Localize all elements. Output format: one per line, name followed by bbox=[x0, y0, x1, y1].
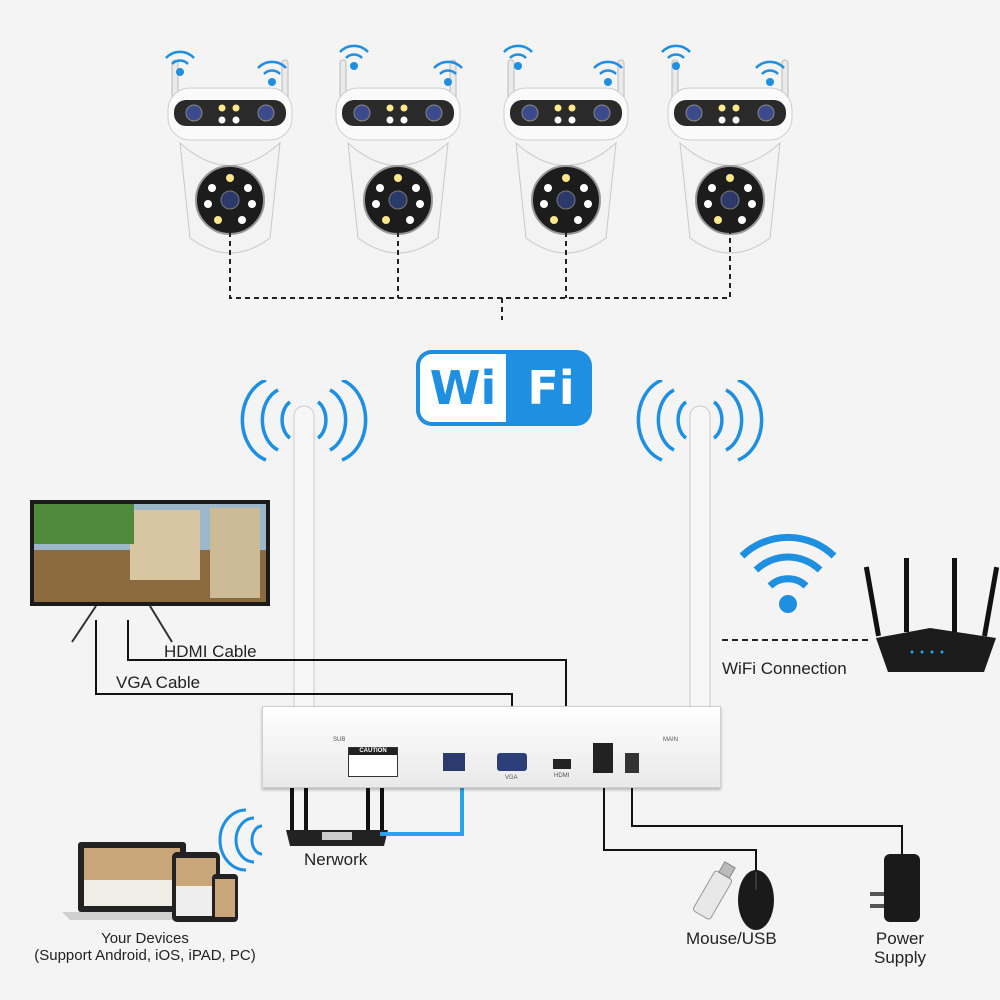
mouse-usb-label: Mouse/USB bbox=[686, 929, 777, 949]
camera-icon-2 bbox=[336, 60, 460, 253]
camera-icon-3 bbox=[504, 60, 628, 253]
sub-antenna-label: SUB bbox=[333, 737, 345, 743]
antenna-icon bbox=[294, 406, 710, 736]
wifi-signal-icon bbox=[742, 537, 834, 613]
your-devices-label: Your Devices (Support Android, iOS, iPAD… bbox=[30, 930, 260, 964]
cameras-layer bbox=[0, 0, 1000, 320]
power-supply-line1: Power bbox=[862, 929, 938, 948]
main-antenna-label: MAIN bbox=[663, 737, 678, 743]
network-label: Nerwork bbox=[304, 850, 367, 870]
nvr-recorder: SUB MAIN VGA HDMI bbox=[262, 706, 721, 788]
wifi-connection-label: WiFi Connection bbox=[722, 659, 847, 679]
router-icon bbox=[864, 558, 999, 672]
wifi-signal-icon bbox=[220, 810, 262, 870]
wifi-signal-icon bbox=[434, 62, 462, 86]
caution-sticker: CAUTION bbox=[348, 747, 398, 777]
caution-title: CAUTION bbox=[349, 748, 397, 755]
vga-cable-label: VGA Cable bbox=[116, 673, 200, 693]
vga-port-label: VGA bbox=[505, 775, 518, 781]
monitor-icon bbox=[30, 500, 270, 642]
power-adapter-icon bbox=[870, 854, 920, 922]
mouse-icon bbox=[738, 870, 774, 930]
phone-icon bbox=[212, 874, 238, 922]
wifi-signal-icon bbox=[756, 62, 784, 86]
power-port bbox=[625, 753, 639, 773]
camera-icon-1 bbox=[168, 60, 292, 253]
power-supply-line2: Supply bbox=[862, 948, 938, 967]
hdmi-port-label: HDMI bbox=[554, 773, 569, 779]
lan-port bbox=[443, 753, 465, 771]
wifi-signal-icon bbox=[166, 52, 194, 76]
hdmi-cable-label: HDMI Cable bbox=[164, 642, 257, 662]
your-devices-title: Your Devices bbox=[30, 930, 260, 947]
usb-ports bbox=[593, 743, 613, 773]
wifi-signal-icon bbox=[662, 46, 690, 70]
usb-drive-icon bbox=[692, 860, 738, 920]
hdmi-port bbox=[553, 759, 571, 769]
vga-port bbox=[497, 753, 527, 771]
camera-icon-4 bbox=[668, 60, 792, 253]
camera-wifi-dashed-links bbox=[230, 232, 730, 320]
your-devices-subtitle: (Support Android, iOS, iPAD, PC) bbox=[30, 947, 260, 964]
power-supply-label: Power Supply bbox=[862, 929, 938, 967]
